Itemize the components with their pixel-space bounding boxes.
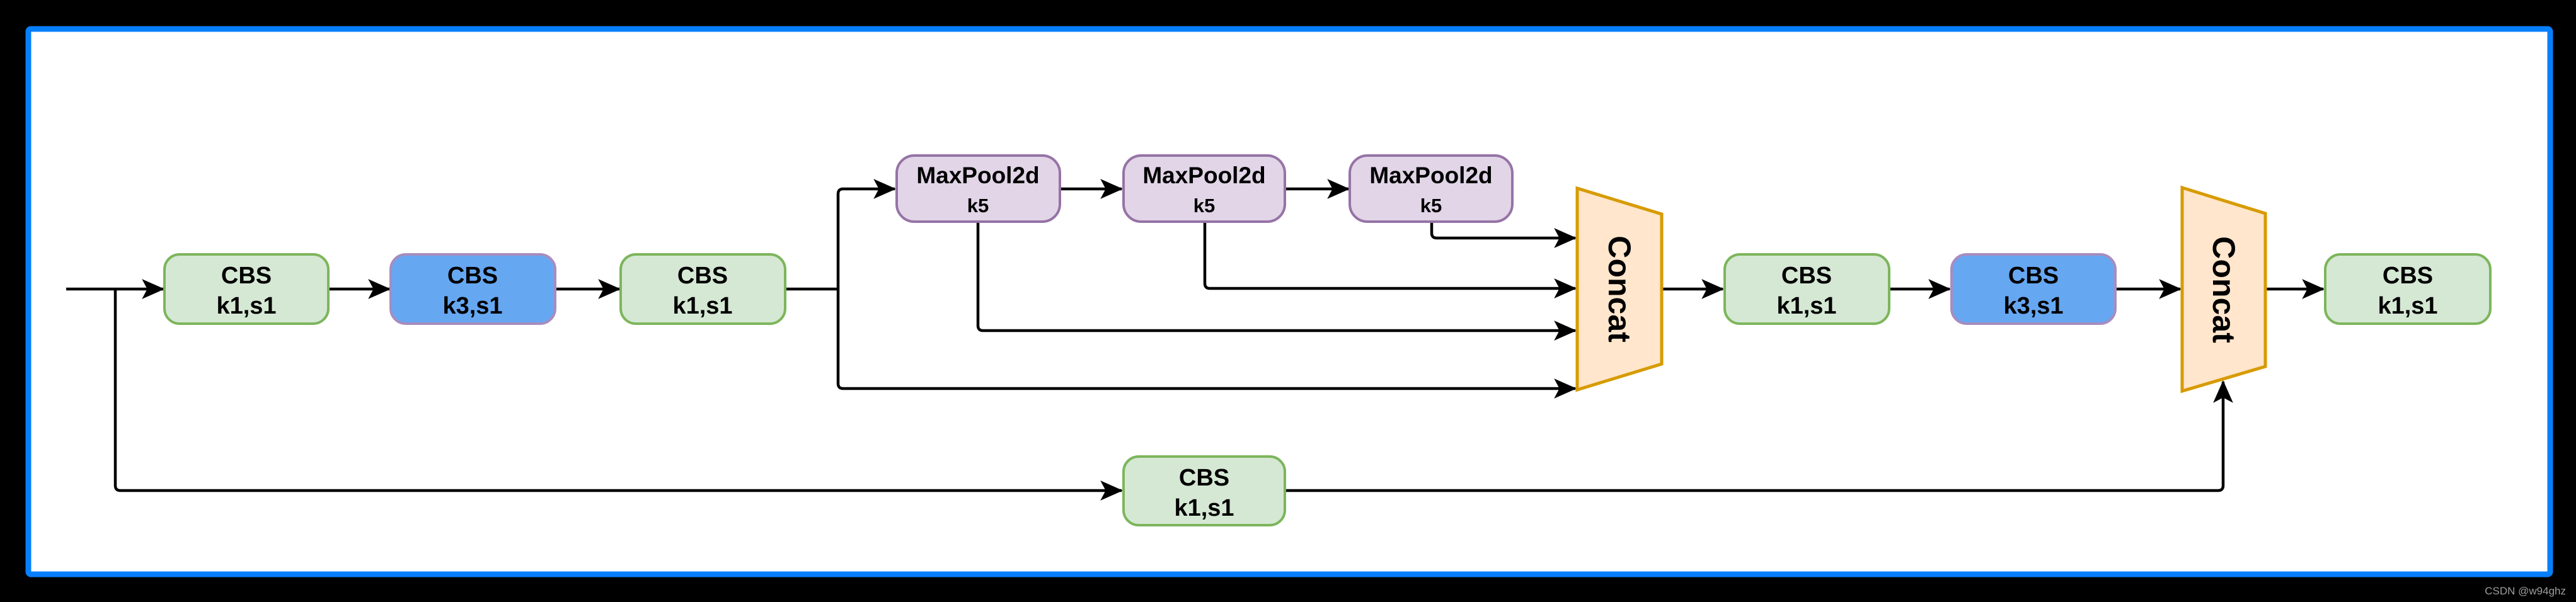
maxpool-1-sublabel: k5 bbox=[967, 195, 989, 217]
cbs-bypass-label: CBS bbox=[1179, 465, 1229, 491]
cbs-4-box bbox=[1723, 253, 1890, 325]
cbs-2-box bbox=[389, 253, 556, 325]
wire-junction-concat1 bbox=[836, 289, 1577, 399]
wire-bypass-concat2 bbox=[1285, 380, 2233, 492]
wire-maxpool2-concat1 bbox=[1203, 222, 1577, 298]
cbs-6-label: CBS bbox=[2383, 263, 2433, 289]
cbs-5-box bbox=[1950, 253, 2117, 325]
node-cbs-3: CBS k1,s1 bbox=[619, 253, 786, 325]
cbs-6-sublabel: k1,s1 bbox=[2378, 293, 2437, 319]
cbs-4-sublabel: k1,s1 bbox=[1776, 293, 1836, 319]
node-concat-2: Concat bbox=[2180, 185, 2267, 394]
node-cbs-2: CBS k3,s1 bbox=[389, 253, 556, 325]
maxpool-3-box bbox=[1348, 154, 1514, 223]
cbs-2-sublabel: k3,s1 bbox=[442, 293, 502, 319]
node-cbs-6: CBS k1,s1 bbox=[2324, 253, 2492, 325]
node-cbs-1: CBS k1,s1 bbox=[163, 253, 330, 325]
node-cbs-bypass: CBS k1,s1 bbox=[1122, 455, 1286, 526]
maxpool-1-box bbox=[895, 154, 1061, 223]
maxpool-1-label: MaxPool2d bbox=[916, 162, 1039, 188]
cbs-1-sublabel: k1,s1 bbox=[216, 293, 276, 319]
cbs-1-box bbox=[163, 253, 330, 325]
node-maxpool-3: MaxPool2d k5 bbox=[1348, 154, 1514, 223]
cbs-4-label: CBS bbox=[1781, 263, 1832, 289]
cbs-5-label: CBS bbox=[2008, 263, 2059, 289]
node-maxpool-1: MaxPool2d k5 bbox=[895, 154, 1061, 223]
concat-1-shape bbox=[1575, 186, 1664, 392]
node-maxpool-2: MaxPool2d k5 bbox=[1122, 154, 1286, 223]
maxpool-3-sublabel: k5 bbox=[1420, 195, 1442, 217]
cbs-1-label: CBS bbox=[221, 263, 272, 289]
csdn-watermark: CSDN @w94ghz bbox=[2485, 585, 2566, 597]
cbs-3-sublabel: k1,s1 bbox=[672, 293, 732, 319]
maxpool-2-label: MaxPool2d bbox=[1142, 162, 1265, 188]
cbs-2-label: CBS bbox=[447, 263, 498, 289]
diagram-frame bbox=[25, 26, 2553, 577]
concat-2-label: Concat bbox=[2206, 236, 2241, 343]
cbs-bypass-box bbox=[1122, 455, 1286, 526]
node-cbs-5: CBS k3,s1 bbox=[1950, 253, 2117, 325]
node-concat-1: Concat bbox=[1575, 186, 1664, 392]
connectors bbox=[66, 179, 2325, 501]
concat-2-shape bbox=[2180, 185, 2267, 394]
wire-junction-maxpool1 bbox=[836, 179, 897, 289]
wire-maxpool3-concat1 bbox=[1430, 222, 1577, 248]
cbs-3-label: CBS bbox=[677, 263, 728, 289]
cbs-bypass-sublabel: k1,s1 bbox=[1174, 495, 1234, 521]
cbs-5-sublabel: k3,s1 bbox=[2003, 293, 2063, 319]
wire-bypass-down bbox=[113, 289, 1124, 501]
node-cbs-4: CBS k1,s1 bbox=[1723, 253, 1890, 325]
maxpool-2-sublabel: k5 bbox=[1193, 195, 1215, 217]
concat-1-label: Concat bbox=[1602, 236, 1637, 343]
maxpool-3-label: MaxPool2d bbox=[1369, 162, 1492, 188]
cbs-3-box bbox=[619, 253, 786, 325]
maxpool-2-box bbox=[1122, 154, 1286, 223]
wire-maxpool1-concat1 bbox=[976, 222, 1577, 341]
cbs-6-box bbox=[2324, 253, 2492, 325]
